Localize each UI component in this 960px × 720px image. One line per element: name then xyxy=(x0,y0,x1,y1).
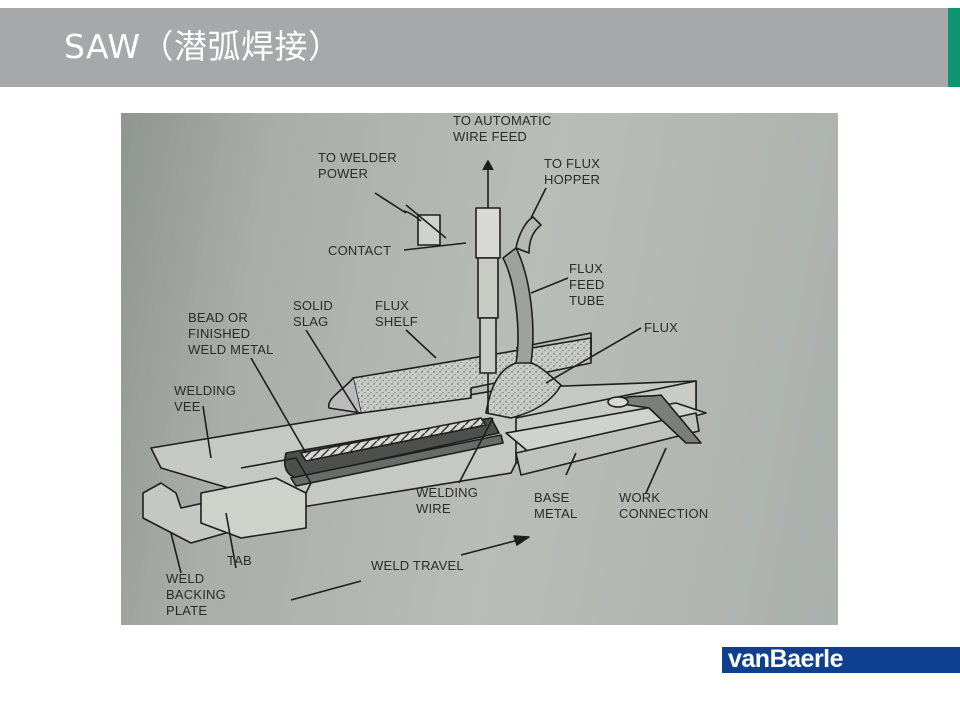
logo-text: vanBaerle xyxy=(728,645,844,673)
label-base-metal: BASE METAL xyxy=(534,490,578,521)
label-welding-vee: WELDING VEE xyxy=(174,383,237,414)
label-contact: CONTACT xyxy=(328,243,392,258)
saw-diagram-photo: TO AUTOMATIC WIRE FEED TO WELDER POWER T… xyxy=(121,113,838,625)
weld-bead xyxy=(283,417,504,487)
label-weld-backing-plate: WELD BACKING PLATE xyxy=(166,571,226,618)
bead-leader xyxy=(250,357,307,454)
work-connection-clamp xyxy=(607,394,702,444)
welding-vee-leader xyxy=(202,405,212,459)
solid-slag-leader xyxy=(305,329,359,414)
tab-leader xyxy=(225,512,237,569)
label-solid-slag: SOLID SLAG xyxy=(293,298,334,329)
title-bar xyxy=(0,8,948,87)
saw-diagram-illustration xyxy=(142,160,707,601)
label-to-welder-power: TO WELDER POWER xyxy=(318,150,397,181)
label-weld-travel: WELD TRAVEL xyxy=(371,558,464,573)
label-tab: TAB xyxy=(227,553,252,568)
label-flux-feed-tube: FLUX FEED TUBE xyxy=(569,261,605,308)
contact-leader xyxy=(403,242,467,251)
title-accent-stripe xyxy=(948,8,960,87)
backing-plate-leader xyxy=(170,532,182,574)
flux-shelf-leader xyxy=(405,329,437,359)
base-metal-leader xyxy=(565,452,577,476)
flux-pile xyxy=(485,361,562,419)
welding-wire-leader xyxy=(458,417,494,484)
work-connection-leader xyxy=(645,447,667,494)
slide-title: SAW（潜弧焊接） xyxy=(64,27,342,66)
label-welding-wire: WELDING WIRE xyxy=(416,485,479,516)
flux-feed-tube-leader xyxy=(530,277,569,294)
label-work-connection: WORK CONNECTION xyxy=(619,490,709,521)
label-flux-shelf: FLUX SHELF xyxy=(375,298,418,329)
welder-power-arrow xyxy=(374,192,407,214)
vanbaerle-logo: vanBaerle xyxy=(722,645,960,673)
welding-torch xyxy=(402,204,542,413)
flux-hopper-arrow xyxy=(530,187,547,219)
flux-leader xyxy=(545,327,642,384)
label-bead-or-finished-weld-metal: BEAD OR FINISHED WELD METAL xyxy=(188,310,274,357)
label-to-automatic-wire-feed: TO AUTOMATIC WIRE FEED xyxy=(453,113,552,144)
label-flux: FLUX xyxy=(644,320,679,335)
label-to-flux-hopper: TO FLUX HOPPER xyxy=(544,156,601,187)
weld-travel-arrow-left xyxy=(290,580,362,601)
